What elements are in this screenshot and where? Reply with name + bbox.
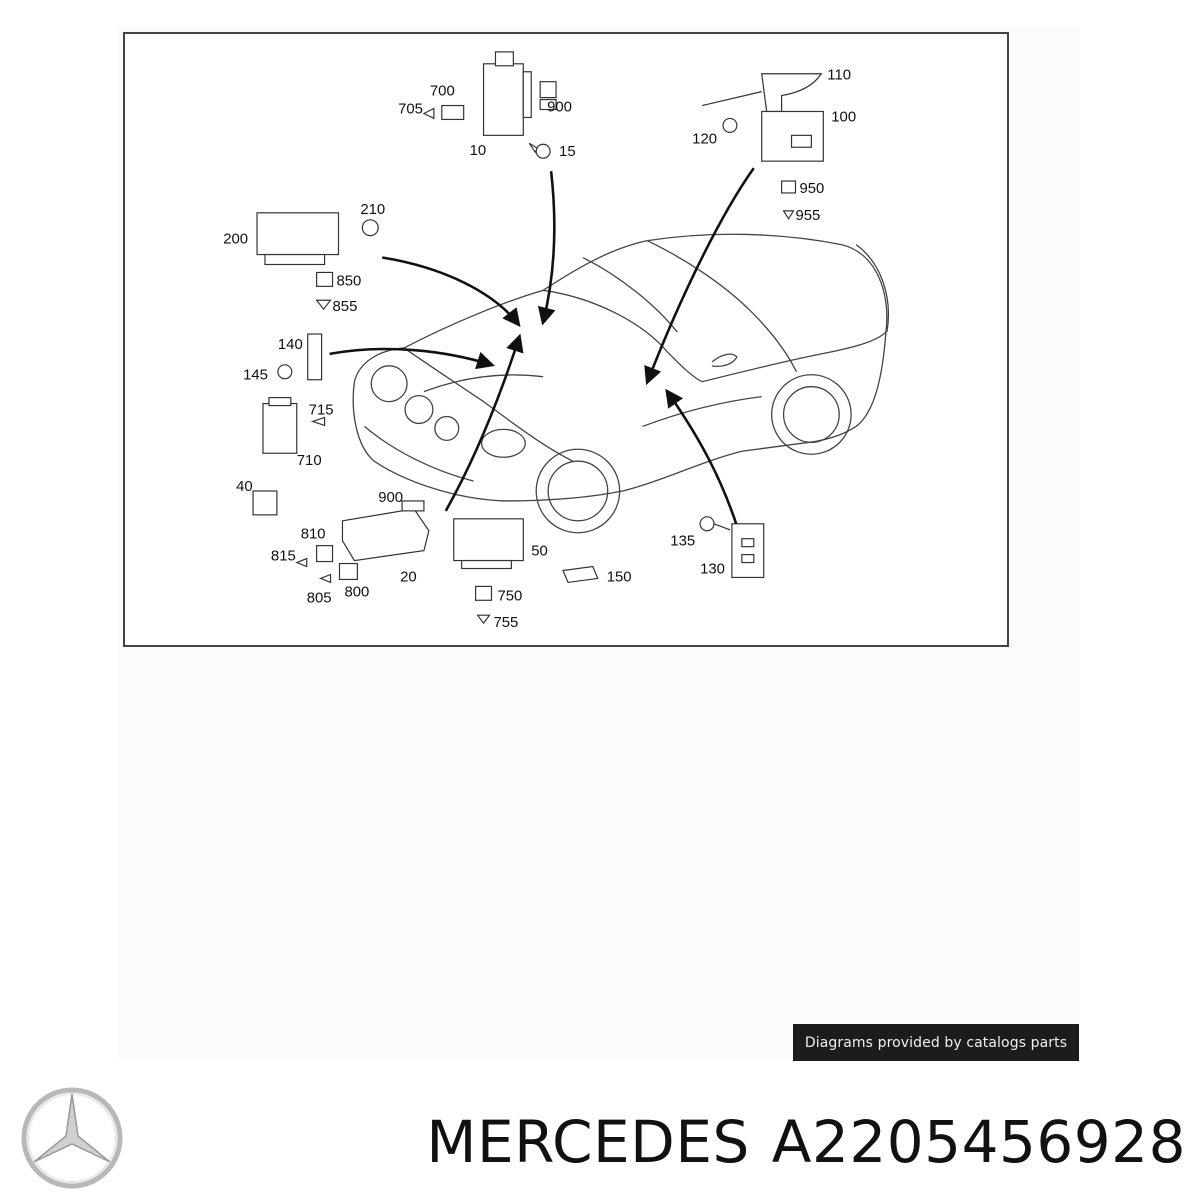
label-705: 705 bbox=[398, 101, 423, 117]
label-805: 805 bbox=[307, 590, 332, 606]
label-855: 855 bbox=[333, 299, 358, 315]
label-750: 750 bbox=[497, 588, 522, 604]
diagram-credit-badge: Diagrams provided by catalogs parts bbox=[793, 1024, 1079, 1061]
label-815: 815 bbox=[271, 549, 296, 565]
label-110: 110 bbox=[827, 68, 851, 84]
label-145: 145 bbox=[243, 368, 268, 384]
mercedes-star-logo-icon bbox=[21, 1087, 123, 1189]
label-810: 810 bbox=[301, 527, 326, 543]
label-700: 700 bbox=[430, 84, 455, 100]
label-955: 955 bbox=[795, 208, 820, 224]
label-850: 850 bbox=[337, 273, 362, 289]
label-100: 100 bbox=[831, 109, 856, 125]
part-number-labels: 10 15 700 705 900 110 100 120 950 955 20… bbox=[223, 68, 856, 631]
label-210: 210 bbox=[360, 202, 385, 218]
label-50: 50 bbox=[531, 544, 548, 560]
label-150: 150 bbox=[607, 569, 632, 585]
label-40: 40 bbox=[236, 479, 253, 495]
label-140: 140 bbox=[278, 337, 303, 353]
label-20: 20 bbox=[400, 569, 417, 585]
car-outline bbox=[352, 233, 890, 534]
label-950: 950 bbox=[799, 181, 824, 197]
label-120: 120 bbox=[692, 131, 717, 147]
label-800: 800 bbox=[344, 584, 369, 600]
label-755: 755 bbox=[493, 615, 518, 631]
label-900-bottom: 900 bbox=[378, 490, 403, 506]
label-715: 715 bbox=[309, 403, 334, 419]
label-130: 130 bbox=[700, 561, 725, 577]
brand-name: MERCEDES bbox=[426, 1108, 750, 1176]
component-sketches bbox=[252, 51, 824, 625]
parts-diagram: 10 15 700 705 900 110 100 120 950 955 20… bbox=[123, 32, 1009, 647]
label-900-top: 900 bbox=[547, 99, 572, 115]
label-200: 200 bbox=[223, 232, 248, 248]
parts-diagram-svg: 10 15 700 705 900 110 100 120 950 955 20… bbox=[223, 51, 890, 631]
label-10: 10 bbox=[470, 143, 487, 159]
part-number: A2205456928 bbox=[771, 1108, 1186, 1176]
label-135: 135 bbox=[670, 534, 695, 550]
pointer-arrows bbox=[329, 167, 755, 527]
label-15: 15 bbox=[559, 144, 576, 160]
label-710: 710 bbox=[297, 453, 322, 469]
part-title: MERCEDES A2205456928 bbox=[426, 1108, 1186, 1176]
